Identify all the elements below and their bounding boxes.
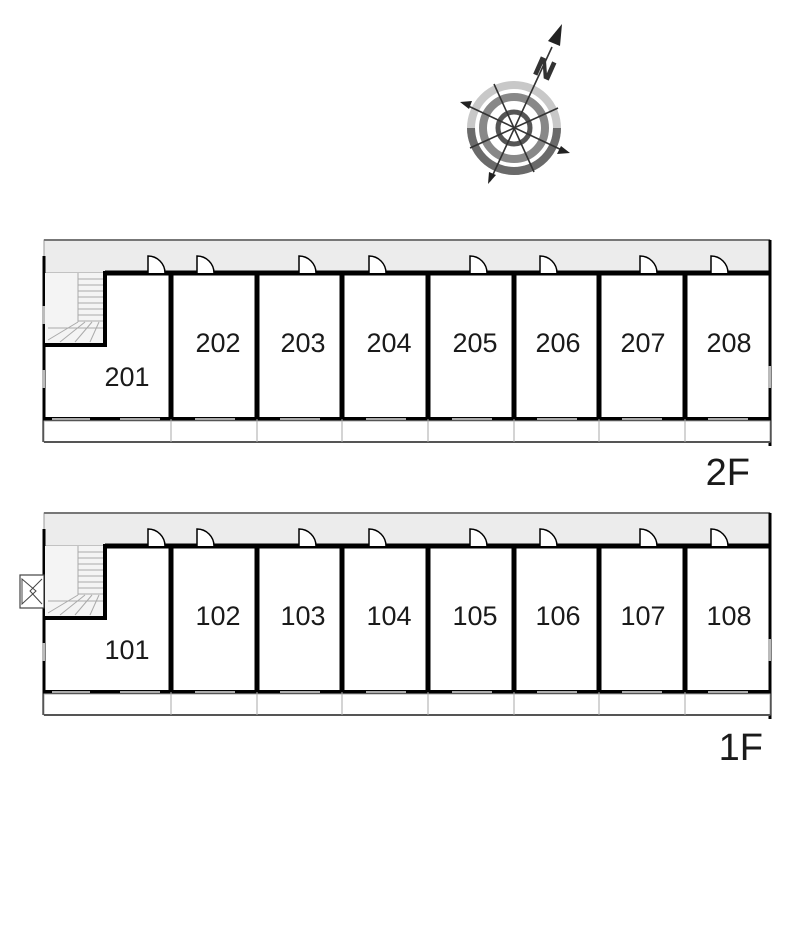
- door-icon: [539, 528, 558, 547]
- stair-treads: [47, 273, 103, 343]
- door-icon: [196, 528, 215, 547]
- unit-label: 103: [280, 601, 325, 631]
- door-icon: [539, 255, 558, 274]
- floor-label: 1F: [719, 727, 763, 769]
- door-icon: [469, 528, 488, 547]
- balcony: [43, 693, 771, 716]
- door-icon: [298, 255, 317, 274]
- window: [768, 366, 771, 388]
- door-icon: [368, 528, 387, 547]
- arrowhead-icon: [488, 172, 496, 184]
- unit-label: 203: [280, 328, 325, 358]
- door-icon: [639, 255, 658, 274]
- unit-walls: [168, 546, 688, 692]
- staircase: [44, 271, 107, 347]
- arrowhead-icon: [557, 146, 570, 154]
- unit-label: 104: [366, 601, 411, 631]
- compass-middle-ring: [479, 93, 549, 163]
- unit-label: 101: [104, 635, 149, 665]
- north-arrow-icon: [548, 24, 562, 46]
- unit-labels: 201 202 203 204 205 206 207 208: [104, 328, 751, 392]
- window: [768, 639, 771, 661]
- unit-label: 105: [452, 601, 497, 631]
- unit-label: 206: [535, 328, 580, 358]
- entrance-door-icon: [19, 574, 45, 609]
- door-icon: [469, 255, 488, 274]
- unit-label: 207: [620, 328, 665, 358]
- unit-label: 102: [195, 601, 240, 631]
- unit-label: 108: [706, 601, 751, 631]
- floor-label: 2F: [706, 452, 750, 494]
- stair-treads: [47, 546, 103, 616]
- unit-label: 201: [104, 362, 149, 392]
- compass-ns-line: [489, 46, 553, 182]
- window: [42, 643, 45, 661]
- door-icons: [147, 528, 729, 547]
- door-icon: [147, 255, 166, 274]
- door-icon: [368, 255, 387, 274]
- door-icon: [710, 528, 729, 547]
- entrance-swing: [29, 578, 43, 605]
- floor-1f: 101 102 103 104 105 106 107 108 1F: [19, 512, 772, 769]
- door-icon: [147, 528, 166, 547]
- compass-rose-icon: N: [460, 24, 570, 184]
- stair-well: [45, 546, 105, 616]
- entrance-swing: [21, 577, 37, 606]
- unit-labels: 101 102 103 104 105 106 107 108: [104, 601, 751, 665]
- stair-well: [45, 273, 105, 343]
- unit-label: 106: [535, 601, 580, 631]
- unit-label: 208: [706, 328, 751, 358]
- staircase: [44, 544, 107, 620]
- unit-walls: [168, 273, 688, 419]
- window: [42, 306, 45, 324]
- window: [42, 370, 45, 388]
- door-icon: [639, 528, 658, 547]
- north-label: N: [528, 52, 560, 88]
- compass-diagonal-line: [493, 83, 535, 173]
- unit-label: 107: [620, 601, 665, 631]
- unit-label: 204: [366, 328, 411, 358]
- door-icons: [147, 255, 729, 274]
- door-icon: [298, 528, 317, 547]
- door-icon: [710, 255, 729, 274]
- unit-label: 202: [195, 328, 240, 358]
- balcony-dividers: [170, 419, 686, 442]
- balcony: [43, 420, 771, 443]
- balcony-dividers: [170, 692, 686, 715]
- door-icon: [196, 255, 215, 274]
- floor-2f: 201 202 203 204 205 206 207 208 2F: [42, 239, 772, 494]
- unit-label: 205: [452, 328, 497, 358]
- compass-inner-ring: [495, 109, 533, 147]
- arrowhead-icon: [460, 101, 472, 109]
